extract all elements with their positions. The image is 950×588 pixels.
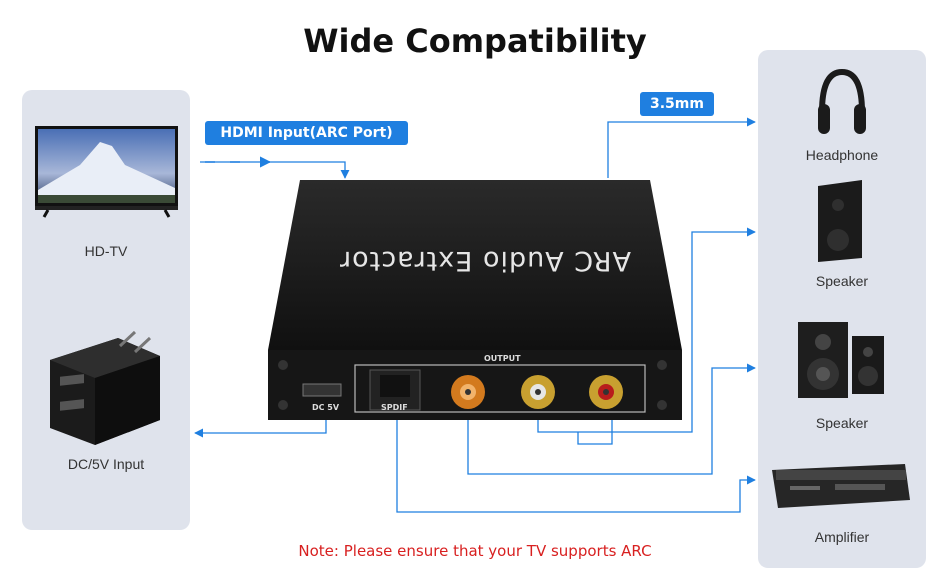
tv-icon bbox=[35, 126, 178, 218]
device-label: ARC Audio Extractor bbox=[339, 245, 631, 276]
speaker-label: Speaker bbox=[815, 273, 869, 289]
amplifier-icon bbox=[772, 464, 910, 508]
note-text: Note: Please ensure that your TV support… bbox=[298, 542, 652, 560]
dc-input-label: DC/5V Input bbox=[67, 456, 145, 472]
charger-icon bbox=[50, 330, 160, 445]
jack-badge: 3.5mm bbox=[640, 92, 714, 116]
headphone-icon bbox=[818, 68, 866, 134]
hdmi-input-badge: HDMI Input(ARC Port) bbox=[205, 121, 408, 145]
amplifier-label: Amplifier bbox=[814, 529, 870, 545]
speaker-tower-icon bbox=[818, 180, 862, 262]
bookshelf-speakers-icon bbox=[798, 322, 884, 398]
page-title: Wide Compatibility bbox=[303, 22, 647, 60]
spdif-port-label: SPDIF bbox=[381, 403, 408, 412]
hd-tv-label: HD-TV bbox=[84, 243, 128, 259]
hdmi-connection-line bbox=[200, 161, 350, 179]
speaker-connection-line bbox=[537, 227, 756, 433]
arc-audio-extractor-device bbox=[268, 180, 682, 420]
amplifier-connection-line bbox=[396, 420, 756, 513]
speaker-2-connection-line bbox=[467, 363, 756, 475]
headphone-label: Headphone bbox=[805, 147, 879, 163]
power-connection-line bbox=[194, 420, 327, 438]
speaker-2-label: Speaker bbox=[815, 415, 869, 431]
output-label: OUTPUT bbox=[484, 354, 521, 363]
dc-port-label: DC 5V bbox=[312, 403, 340, 412]
headphone-connection-line bbox=[607, 117, 756, 178]
